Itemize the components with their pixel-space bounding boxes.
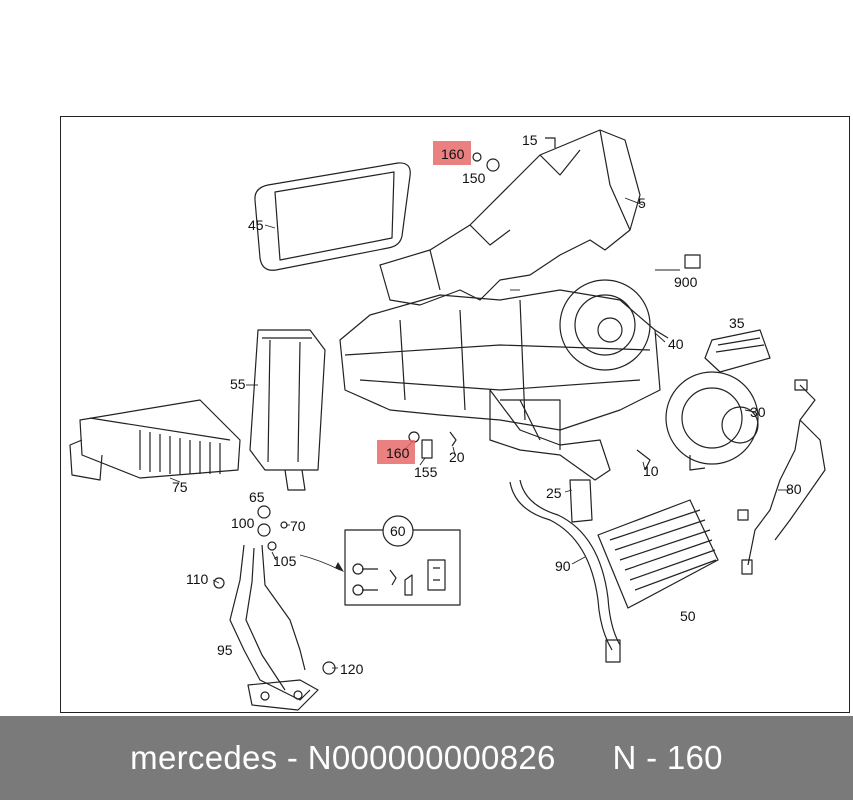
callout-120: 120 xyxy=(340,661,364,677)
callout-150: 150 xyxy=(462,170,486,186)
callout-900: 900 xyxy=(674,274,698,290)
parts-diagram: 15 160 150 5 45 900 35 40 55 30 75 160 1… xyxy=(69,129,826,711)
hvac-housing-part xyxy=(379,129,641,306)
brand-name: mercedes xyxy=(130,739,278,776)
callout-10: 10 xyxy=(643,463,659,479)
callout-35: 35 xyxy=(729,315,745,331)
footer-separator: - xyxy=(277,739,308,776)
highlight-box-160-top xyxy=(433,141,471,165)
seal-frame-part xyxy=(254,162,411,271)
callout-160-top: 160 xyxy=(441,146,465,162)
reference-number: N - 160 xyxy=(612,739,723,776)
callout-95: 95 xyxy=(217,642,233,658)
callout-labels: 15 160 150 5 45 900 35 40 55 30 75 160 1… xyxy=(172,132,802,677)
callout-70: 70 xyxy=(290,518,306,534)
callout-90: 90 xyxy=(555,558,571,574)
callout-100: 100 xyxy=(231,515,255,531)
callout-65: 65 xyxy=(249,489,265,505)
callout-55: 55 xyxy=(230,376,246,392)
highlight-box-160-bottom xyxy=(377,440,415,464)
part-number: N000000000826 xyxy=(307,739,556,776)
evaporator-part xyxy=(79,399,241,479)
callout-160-bottom: 160 xyxy=(386,445,410,461)
callout-45: 45 xyxy=(248,217,264,233)
callout-105: 105 xyxy=(273,553,297,569)
callout-60: 60 xyxy=(390,523,406,539)
blower-motor-part xyxy=(665,371,759,465)
cabin-filter-part xyxy=(597,499,719,609)
blower-housing xyxy=(559,279,651,371)
callout-75: 75 xyxy=(172,479,188,495)
repair-kit-box xyxy=(344,529,461,606)
drain-hose-part xyxy=(509,481,613,651)
callout-5: 5 xyxy=(638,195,646,211)
callout-80: 80 xyxy=(786,481,802,497)
callout-15: 15 xyxy=(522,132,538,148)
callout-25: 25 xyxy=(546,485,562,501)
callout-20: 20 xyxy=(449,449,465,465)
refrigerant-lines-part xyxy=(229,544,311,701)
callout-30: 30 xyxy=(750,404,766,420)
callout-110: 110 xyxy=(186,571,209,587)
callout-155: 155 xyxy=(414,464,438,480)
heater-core-part xyxy=(249,329,326,471)
part-info-footer: mercedes - N000000000826 N - 160 xyxy=(0,716,853,800)
footer-gap xyxy=(556,739,613,777)
resistor-part xyxy=(704,329,771,373)
diagram-frame xyxy=(60,116,850,713)
callout-40: 40 xyxy=(668,336,684,352)
wiring-harness-part xyxy=(747,384,816,566)
callout-50: 50 xyxy=(680,608,696,624)
